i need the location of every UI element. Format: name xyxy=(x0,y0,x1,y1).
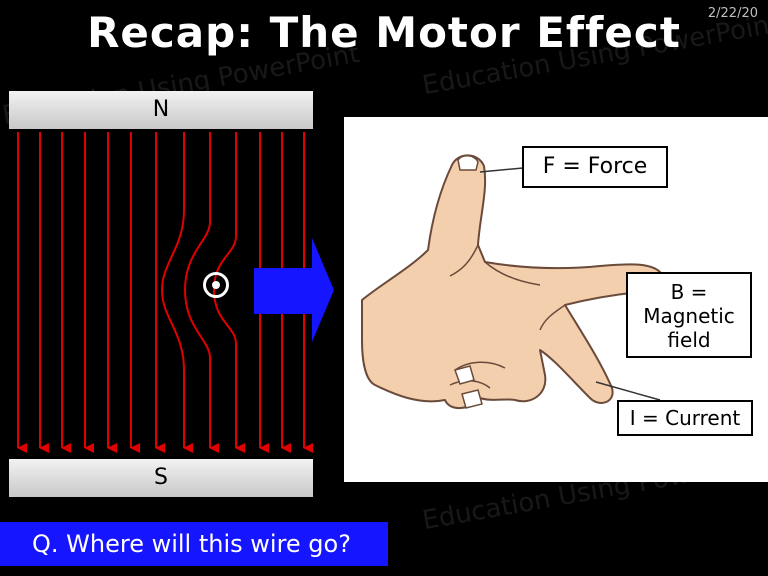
force-label: F = Force xyxy=(522,146,668,188)
curled-finger-nail xyxy=(461,389,483,409)
wire-current-out-of-page-icon xyxy=(203,272,229,298)
question-banner: Q. Where will this wire go? xyxy=(0,522,388,566)
magnetic-field-label: B = Magnetic field xyxy=(626,272,752,358)
slide-date: 2/22/20 xyxy=(707,6,758,21)
slide-title: Recap: The Motor Effect xyxy=(87,8,681,57)
force-arrow-icon xyxy=(254,238,334,342)
field-line xyxy=(183,132,219,453)
south-magnet-pole: S xyxy=(9,459,313,497)
north-magnet-pole: N xyxy=(9,91,313,129)
field-label-line: field xyxy=(667,328,711,352)
curled-finger-nail xyxy=(454,365,475,385)
wire-dot xyxy=(212,281,220,289)
field-label-line: B = xyxy=(670,280,708,304)
current-label: I = Current xyxy=(617,400,753,436)
thumb-nail xyxy=(457,155,479,171)
field-label-line: Magnetic xyxy=(643,304,735,328)
field-line xyxy=(160,132,193,453)
